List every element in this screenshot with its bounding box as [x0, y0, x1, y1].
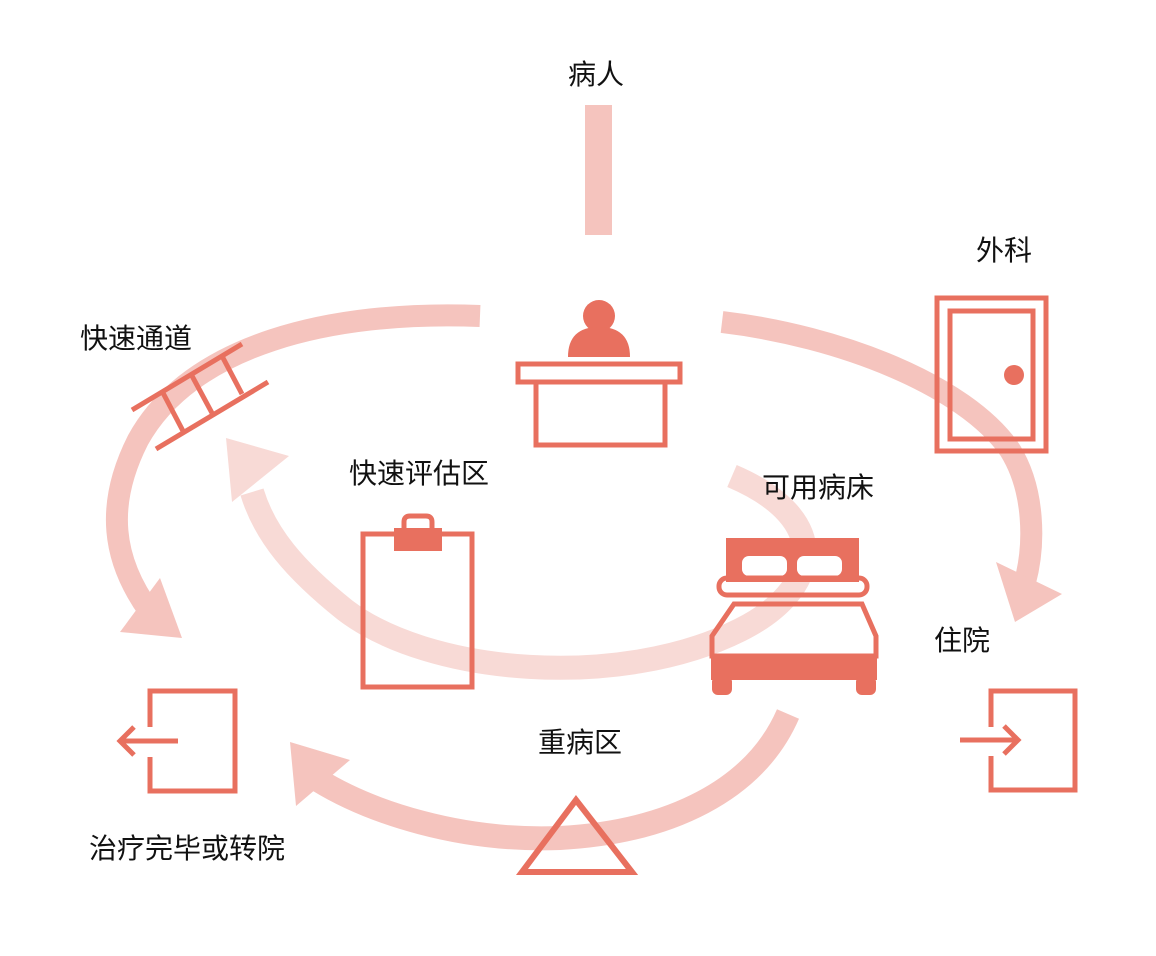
flow-arc-reception-to-discharge: [105, 304, 481, 619]
label-discharge: 治疗完毕或转院: [89, 832, 285, 865]
label-patient: 病人: [568, 58, 624, 91]
label-surgery: 外科: [976, 234, 1032, 267]
flow-arrowhead-discharge: [120, 578, 182, 638]
triangle-icon: [516, 795, 639, 875]
label-rapid-assessment: 快速评估区: [349, 457, 489, 490]
door-icon: [934, 295, 1049, 454]
exit-icon: [116, 688, 238, 794]
flow-arrowhead-inpatient: [996, 562, 1062, 622]
flow-arrowhead-critical: [290, 742, 350, 806]
flow-arrows: [105, 105, 1062, 851]
ladder-icon: [130, 341, 270, 452]
enter-icon: [960, 688, 1078, 793]
flow-loop-beds-to-assessment: [240, 464, 817, 680]
flow-arc-bed-to-critical: [311, 708, 800, 851]
patient-entry-flow: [585, 105, 612, 235]
clipboard-icon: [360, 513, 475, 690]
label-fast-track: 快速通道: [80, 322, 192, 355]
bed-icon: [709, 538, 879, 695]
flow-arc-reception-to-inpatient: [720, 311, 1043, 585]
flow-arrowhead-assessment: [226, 438, 289, 502]
reception-desk-icon: [515, 300, 683, 448]
label-available-beds: 可用病床: [762, 471, 874, 504]
label-critical-care: 重病区: [538, 726, 622, 759]
label-inpatient: 住院: [934, 624, 990, 657]
